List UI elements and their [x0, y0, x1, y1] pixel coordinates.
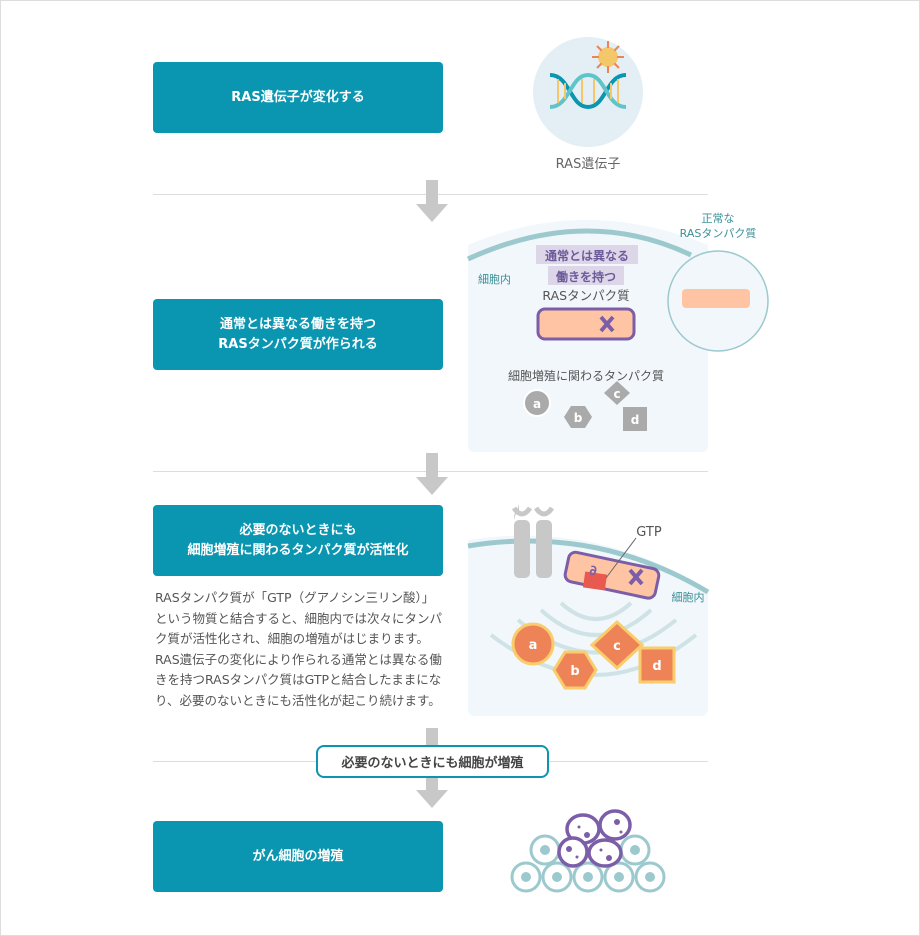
step-1-box: RAS遺伝子が変化する: [153, 62, 443, 133]
down-arrow-icon: [416, 180, 448, 222]
ras-gene-illustration: RAS遺伝子: [533, 37, 643, 172]
dna-icon: [549, 72, 627, 110]
active-ras-protein: [563, 550, 661, 600]
virus-icon: [592, 41, 624, 73]
svg-text:a: a: [529, 638, 538, 653]
normal-ras-protein: [682, 289, 750, 308]
svg-text:d: d: [652, 659, 661, 674]
x-mark-icon: [628, 568, 644, 586]
gtp-block: [582, 571, 608, 591]
svg-text:a: a: [533, 397, 541, 411]
x-mark-icon: [599, 315, 615, 333]
down-arrow-icon: [416, 453, 448, 495]
gtp-activation-illustration: ∂ GTP 細胞内 a b c d: [467, 504, 710, 716]
svg-text:GTP: GTP: [636, 525, 662, 540]
step-3-box: 必要のないときにも 細胞増殖に関わるタンパク質が活性化: [153, 505, 443, 576]
callout-label: 必要のないときにも細胞が増殖: [316, 745, 549, 778]
svg-text:b: b: [570, 664, 579, 679]
cancer-cells-illustration: [510, 809, 666, 893]
svg-text:通常とは異なる: 通常とは異なる: [545, 248, 629, 263]
step-4-box: がん細胞の増殖: [153, 821, 443, 892]
step-2-box: 通常とは異なる働きを持つ RASタンパク質が作られる: [153, 299, 443, 370]
svg-text:細胞内: 細胞内: [672, 590, 705, 604]
svg-text:b: b: [574, 411, 583, 425]
abnormal-ras-protein: [536, 307, 636, 341]
svg-text:RASタンパク質: RASタンパク質: [680, 226, 757, 240]
abnormal-ras-illustration: 細胞内 通常とは異なる 働きを持つ RASタンパク質 正常な RASタンパク質 …: [466, 212, 769, 452]
svg-text:c: c: [613, 387, 620, 401]
description-text: RASタンパク質が「GTP（グアノシン三リン酸）」という物質と結合すると、細胞内…: [155, 590, 443, 708]
svg-text:働きを持つ: 働きを持つ: [555, 269, 616, 284]
svg-text:∂: ∂: [589, 563, 597, 579]
svg-text:細胞増殖に関わるタンパク質: 細胞増殖に関わるタンパク質: [508, 368, 664, 383]
svg-text:正常な: 正常な: [702, 212, 735, 225]
receptor-icon: [511, 504, 555, 578]
svg-text:d: d: [631, 413, 640, 427]
svg-text:細胞内: 細胞内: [478, 272, 511, 286]
svg-text:c: c: [613, 639, 621, 654]
ras-gene-caption: RAS遺伝子: [556, 157, 621, 172]
svg-text:RASタンパク質: RASタンパク質: [542, 288, 629, 303]
